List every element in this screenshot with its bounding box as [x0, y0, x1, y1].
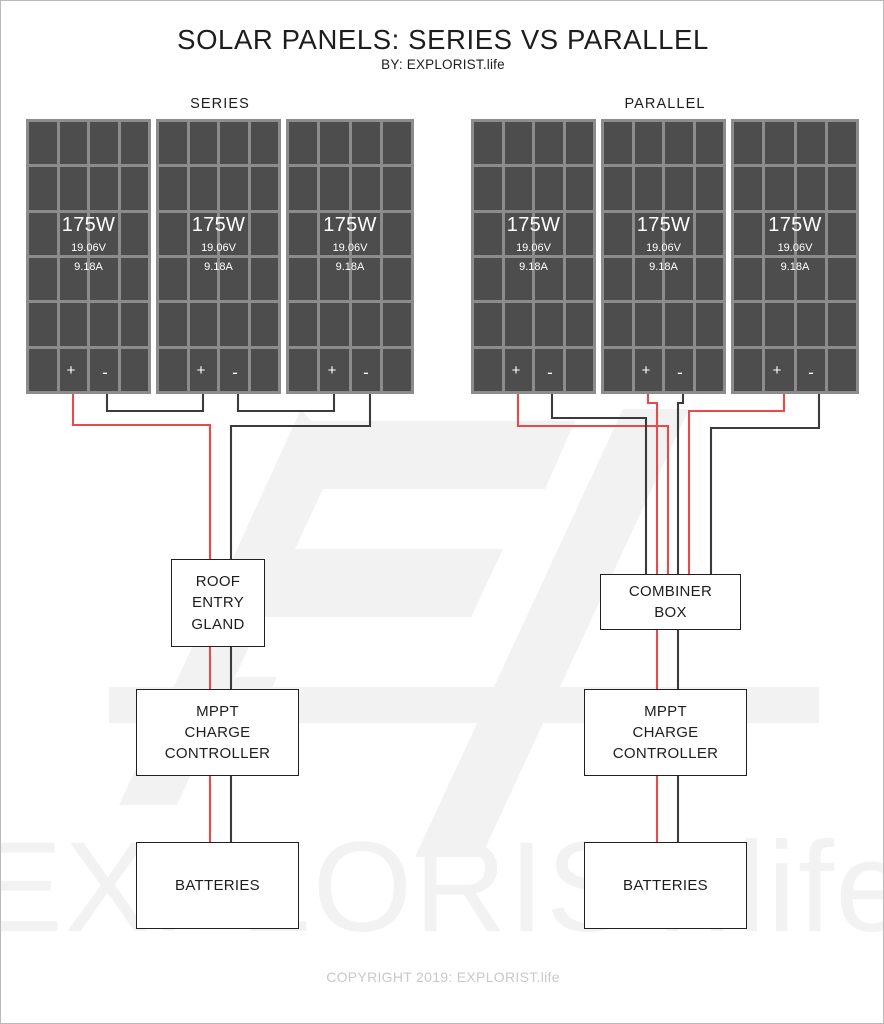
parallel-batteries-box[interactable]: BATTERIES	[584, 842, 747, 929]
series-positive-wire	[71, 392, 212, 561]
parallel-p2-positive-wire	[646, 392, 659, 576]
negative-terminal[interactable]: -	[808, 363, 814, 382]
negative-terminal[interactable]: -	[102, 363, 108, 382]
series-batteries-label: BATTERIES	[175, 876, 260, 894]
parallel-p3-negative-wire	[709, 392, 821, 576]
positive-terminal[interactable]: +	[772, 362, 782, 379]
page-title: SOLAR PANELS: SERIES VS PARALLEL	[177, 24, 709, 55]
series-panel-2[interactable]: 175W 19.06V 9.18A + -	[156, 119, 281, 394]
series-heading: SERIES	[190, 96, 250, 112]
positive-terminal[interactable]: +	[327, 362, 337, 379]
parallel-panel-1[interactable]: 175W 19.06V 9.18A + -	[471, 119, 596, 394]
positive-terminal[interactable]: +	[641, 362, 651, 379]
negative-terminal[interactable]: -	[547, 363, 553, 382]
negative-terminal[interactable]: -	[363, 363, 369, 382]
panel-cell-grid	[29, 122, 148, 391]
parallel-batteries-label: BATTERIES	[623, 876, 708, 894]
positive-terminal[interactable]: +	[511, 362, 521, 379]
footer-copyright: COPYRIGHT 2019: EXPLORIST.life	[326, 969, 560, 985]
parallel-heading: PARALLEL	[624, 96, 706, 112]
parallel-p1-negative-wire	[550, 392, 648, 576]
positive-terminal[interactable]: +	[66, 362, 76, 379]
byline: BY: EXPLORIST.life	[381, 57, 505, 72]
panel-cell-grid	[289, 122, 411, 391]
panel-cell-grid	[474, 122, 593, 391]
panel-cell-grid	[159, 122, 278, 391]
parallel-panel-3[interactable]: 175W 19.06V 9.18A + -	[731, 119, 859, 394]
series-jumper-2	[236, 392, 336, 413]
series-panel-3[interactable]: 175W 19.06V 9.18A + -	[286, 119, 414, 394]
series-batteries-box[interactable]: BATTERIES	[136, 842, 299, 929]
watermark-text: EXPLORIST.life	[1, 816, 884, 959]
series-jumper-1	[105, 392, 205, 413]
negative-terminal[interactable]: -	[677, 363, 683, 382]
panel-cell-grid	[604, 122, 723, 391]
parallel-panel-2[interactable]: 175W 19.06V 9.18A + -	[601, 119, 726, 394]
negative-terminal[interactable]: -	[232, 363, 238, 382]
series-negative-wire	[229, 392, 372, 561]
positive-terminal[interactable]: +	[196, 362, 206, 379]
parallel-p2-negative-wire	[676, 392, 685, 576]
panel-cell-grid	[734, 122, 856, 391]
parallel-p3-positive-wire	[687, 392, 786, 576]
series-panel-1[interactable]: 175W 19.06V 9.18A + -	[26, 119, 151, 394]
